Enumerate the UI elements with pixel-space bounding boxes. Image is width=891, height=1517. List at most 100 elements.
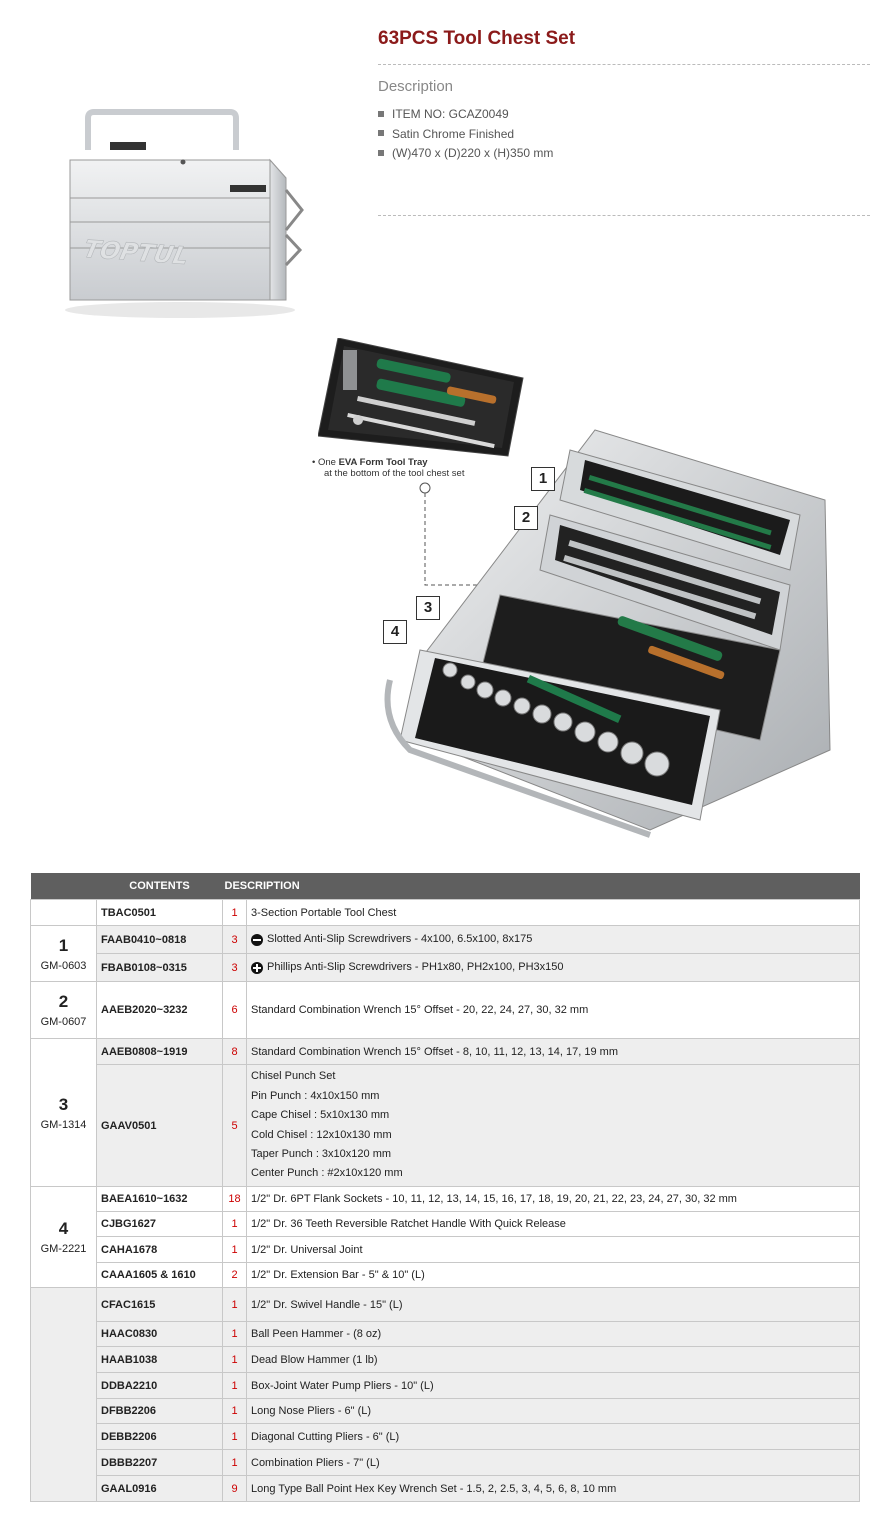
table-row: FBAB0108~0315 3 Phillips Anti-Slip Screw… bbox=[31, 953, 860, 982]
item-qty: 1 bbox=[222, 1287, 247, 1322]
callout-4: 4 bbox=[383, 620, 407, 644]
item-qty: 1 bbox=[222, 1346, 247, 1373]
table-row: DEBB2206 1 Diagonal Cutting Pliers - 6" … bbox=[31, 1423, 860, 1450]
item-qty: 1 bbox=[222, 1321, 247, 1347]
divider-top bbox=[378, 64, 870, 65]
open-chest-image bbox=[384, 429, 831, 838]
group-cell bbox=[30, 1287, 97, 1502]
item-qty: 9 bbox=[222, 1475, 247, 1502]
item-desc: 1/2" Dr. 6PT Flank Sockets - 10, 11, 12,… bbox=[246, 1186, 860, 1212]
eva-tray-image bbox=[318, 338, 524, 457]
item-desc: Standard Combination Wrench 15° Offset -… bbox=[246, 1038, 860, 1065]
item-qty: 3 bbox=[222, 925, 247, 954]
item-qty: 1 bbox=[222, 1236, 247, 1263]
square-bullet-icon bbox=[378, 110, 384, 117]
spec-item: Satin Chrome Finished bbox=[378, 125, 553, 145]
item-code: CFAC1615 bbox=[96, 1287, 223, 1322]
spec-list: ITEM NO: GCAZ0049 Satin Chrome Finished … bbox=[378, 105, 553, 164]
table-row: CJBG1627 1 1/2" Dr. 36 Teeth Reversible … bbox=[31, 1211, 860, 1237]
item-desc: 3-Section Portable Tool Chest bbox=[246, 899, 860, 926]
item-qty: 18 bbox=[222, 1186, 247, 1212]
callout-3: 3 bbox=[416, 596, 440, 620]
item-code: DFBB2206 bbox=[96, 1398, 223, 1424]
divider-bottom bbox=[378, 215, 870, 216]
table-row: CAHA1678 1 1/2" Dr. Universal Joint bbox=[31, 1236, 860, 1263]
item-code: DEBB2206 bbox=[96, 1423, 223, 1450]
item-desc: Slotted Anti-Slip Screwdrivers - 4x100, … bbox=[246, 925, 860, 954]
square-bullet-icon bbox=[378, 130, 384, 137]
table-row: CAAA1605 & 1610 2 1/2" Dr. Extension Bar… bbox=[31, 1262, 860, 1288]
item-qty: 1 bbox=[222, 1372, 247, 1399]
item-desc: Phillips Anti-Slip Screwdrivers - PH1x80… bbox=[246, 953, 860, 982]
square-bullet-icon bbox=[378, 149, 384, 156]
item-qty: 1 bbox=[222, 1449, 247, 1476]
table-header-row: CONTENTS DESCRIPTION bbox=[30, 873, 860, 900]
item-code: DBBB2207 bbox=[96, 1449, 223, 1476]
item-qty: 6 bbox=[222, 981, 247, 1039]
item-qty: 1 bbox=[222, 1211, 247, 1237]
table-row: DBBB2207 1 Combination Pliers - 7" (L) bbox=[31, 1449, 860, 1476]
item-desc: Box-Joint Water Pump Pliers - 10" (L) bbox=[246, 1372, 860, 1399]
callout-2: 2 bbox=[514, 506, 538, 530]
phillips-tip-icon bbox=[251, 961, 263, 974]
item-code: FBAB0108~0315 bbox=[96, 953, 223, 982]
item-qty: 1 bbox=[222, 899, 247, 926]
callout-1: 1 bbox=[531, 467, 555, 491]
item-desc: Chisel Punch Set Pin Punch : 4x10x150 mm… bbox=[246, 1064, 860, 1187]
item-desc: Long Nose Pliers - 6" (L) bbox=[246, 1398, 860, 1424]
group-cell bbox=[30, 899, 97, 926]
item-code: DDBA2210 bbox=[96, 1372, 223, 1399]
item-code: AAEB2020~3232 bbox=[96, 981, 223, 1039]
item-code: GAAV0501 bbox=[96, 1064, 223, 1187]
item-qty: 5 bbox=[222, 1064, 247, 1187]
product-title: 63PCS Tool Chest Set bbox=[378, 28, 576, 49]
spec-item: (W)470 x (D)220 x (H)350 mm bbox=[378, 144, 553, 164]
item-desc: Ball Peen Hammer - (8 oz) bbox=[246, 1321, 860, 1347]
item-qty: 2 bbox=[222, 1262, 247, 1288]
item-code: HAAC0830 bbox=[96, 1321, 223, 1347]
header-group bbox=[30, 873, 97, 900]
table-row: DDBA2210 1 Box-Joint Water Pump Pliers -… bbox=[31, 1372, 860, 1399]
item-desc: 1/2" Dr. 36 Teeth Reversible Ratchet Han… bbox=[246, 1211, 860, 1237]
item-desc: Dead Blow Hammer (1 lb) bbox=[246, 1346, 860, 1373]
table-row: HAAC0830 1 Ball Peen Hammer - (8 oz) bbox=[31, 1321, 860, 1347]
item-code: TBAC0501 bbox=[96, 899, 223, 926]
item-desc: 1/2" Dr. Extension Bar - 5" & 10" (L) bbox=[246, 1262, 860, 1288]
spec-item: ITEM NO: GCAZ0049 bbox=[378, 105, 553, 125]
slotted-tip-icon bbox=[251, 933, 263, 946]
table-row: TBAC0501 1 3-Section Portable Tool Chest bbox=[30, 899, 860, 926]
item-code: BAEA1610~1632 bbox=[96, 1186, 223, 1212]
item-code: HAAB1038 bbox=[96, 1346, 223, 1373]
item-desc: 1/2" Dr. Universal Joint bbox=[246, 1236, 860, 1263]
item-desc: Long Type Ball Point Hex Key Wrench Set … bbox=[246, 1475, 860, 1502]
header-contents: CONTENTS bbox=[96, 873, 223, 900]
description-heading: Description bbox=[378, 78, 454, 95]
table-row: GAAV0501 5 Chisel Punch Set Pin Punch : … bbox=[31, 1064, 860, 1187]
item-desc: Combination Pliers - 7" (L) bbox=[246, 1449, 860, 1476]
item-code: CAAA1605 & 1610 bbox=[96, 1262, 223, 1288]
item-desc: Diagonal Cutting Pliers - 6" (L) bbox=[246, 1423, 860, 1450]
item-qty: 8 bbox=[222, 1038, 247, 1065]
item-code: CAHA1678 bbox=[96, 1236, 223, 1263]
item-code: AAEB0808~1919 bbox=[96, 1038, 223, 1065]
eva-tray-note: • One EVA Form Tool Tray at the bottom o… bbox=[312, 457, 465, 479]
table-row: DFBB2206 1 Long Nose Pliers - 6" (L) bbox=[31, 1398, 860, 1424]
item-desc: Standard Combination Wrench 15° Offset -… bbox=[246, 981, 860, 1039]
header-description: DESCRIPTION bbox=[222, 873, 860, 900]
item-qty: 1 bbox=[222, 1423, 247, 1450]
contents-table: CONTENTS DESCRIPTION TBAC0501 1 3-Sectio… bbox=[30, 873, 860, 1502]
item-code: FAAB0410~0818 bbox=[96, 925, 223, 954]
item-qty: 1 bbox=[222, 1398, 247, 1424]
item-code: GAAL0916 bbox=[96, 1475, 223, 1502]
item-desc: 1/2" Dr. Swivel Handle - 15" (L) bbox=[246, 1287, 860, 1322]
leader-line bbox=[419, 482, 590, 586]
item-qty: 3 bbox=[222, 953, 247, 982]
tool-chest-image: TOPTUL bbox=[65, 109, 304, 318]
